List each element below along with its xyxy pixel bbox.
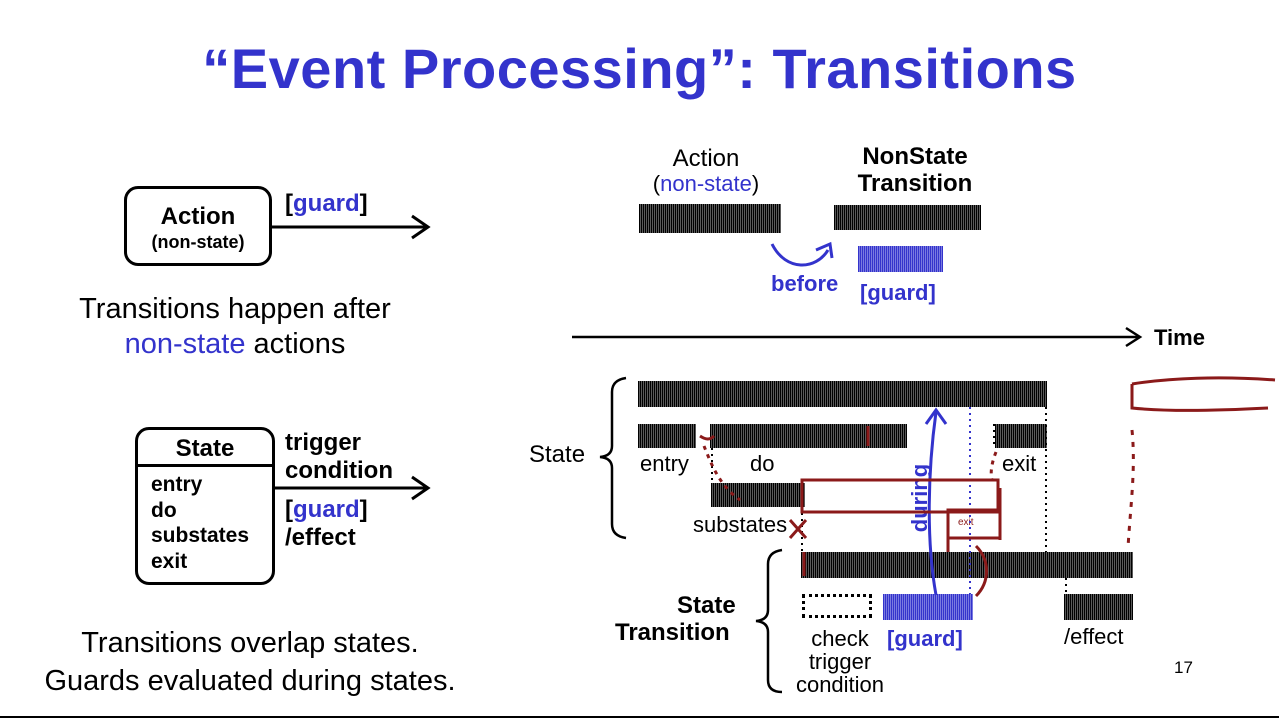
state-transition-trigger: trigger condition — [285, 429, 393, 485]
state-box-item-entry: entry — [151, 473, 203, 496]
before-label: before — [771, 271, 839, 296]
dotted-connectors — [711, 407, 1067, 594]
state-box-item-exit: exit — [151, 549, 188, 573]
caption-overlap-line2: Guards evaluated during states. — [44, 665, 456, 697]
trigger-label: trigger — [285, 429, 362, 456]
do-bar — [710, 424, 907, 448]
time-label: Time — [1154, 325, 1205, 350]
time-axis — [572, 326, 1143, 348]
slide-title: “Event Processing”: Transitions — [202, 37, 1077, 100]
caption-nonstate-line1: Transitions happen after — [79, 293, 391, 325]
action-guard-label: [guard] — [285, 190, 368, 217]
check-line2: trigger — [808, 649, 872, 674]
state-transition-bar — [801, 552, 1133, 578]
check-trigger-box — [802, 594, 872, 618]
caption-nonstate: Transitions happen after non-state actio… — [0, 292, 470, 362]
do-label: do — [750, 451, 775, 476]
action-guard-word: guard — [293, 190, 360, 217]
state-label: State — [529, 441, 586, 468]
entry-label: entry — [640, 451, 689, 476]
state-box-items: entry do substates exit — [138, 467, 272, 574]
exit-label: exit — [1002, 451, 1037, 476]
top-guard-label: [guard] — [860, 280, 936, 305]
before-arrow — [770, 241, 834, 267]
top-nonstate-label: NonState Transition — [835, 143, 995, 197]
condition-label: condition — [285, 457, 393, 484]
state-bar — [638, 381, 1047, 407]
transition-guard-label: [guard] — [887, 626, 963, 651]
effect-label: /effect — [285, 524, 356, 551]
caption-nonstate-blue: non-state — [124, 328, 246, 360]
transition-guard-bar — [883, 594, 973, 620]
caption-nonstate-line2: non-state actions — [124, 328, 346, 360]
substates-label: substates — [693, 512, 788, 537]
action-bar — [639, 204, 781, 233]
nonstate-line1: NonState — [862, 143, 968, 170]
page-number: 17 — [1174, 658, 1193, 677]
state-transition-brace — [755, 548, 783, 694]
handwritten-exit-label: exit — [958, 517, 974, 528]
state-transition-label: State Transition — [605, 592, 745, 646]
during-arrow — [924, 407, 948, 596]
state-brace — [599, 376, 627, 540]
state-box: State entry do substates exit — [135, 427, 275, 585]
state-box-item-substates: substates — [151, 524, 250, 547]
entry-bar — [638, 424, 696, 448]
state-transition-guard-effect: [guard] /effect — [285, 496, 368, 552]
action-box: Action (non-state) — [124, 186, 272, 266]
state-box-item-do: do — [151, 498, 177, 522]
bottom-rule — [0, 716, 1279, 718]
action-box-title: Action — [160, 203, 236, 230]
state-transition-line1: State — [677, 592, 736, 619]
caption-overlap: Transitions overlap states. Guards evalu… — [0, 624, 500, 700]
top-guard-bar — [858, 246, 943, 272]
action-arrow — [272, 214, 431, 240]
red-annotations — [699, 376, 1276, 598]
effect-bar — [1064, 594, 1133, 620]
check-line3: condition — [795, 672, 885, 697]
top-action-label: Action (non-state) — [640, 146, 772, 196]
caption-overlap-line1: Transitions overlap states. — [81, 627, 419, 659]
effect-bar-label: /effect — [1064, 624, 1124, 649]
nonstate-transition-bar — [834, 205, 981, 230]
action-box-subtitle: (non-state) — [151, 232, 245, 252]
state-box-title: State — [138, 430, 272, 467]
state-guard-word: guard — [293, 496, 360, 523]
top-action-sub-word: non-state — [660, 171, 752, 196]
check-trigger-label: check trigger condition — [780, 627, 900, 696]
top-action-word: Action — [672, 145, 740, 172]
exit-bar — [995, 424, 1047, 448]
check-line1: check — [811, 626, 869, 651]
state-guard-label: [guard] — [285, 496, 368, 523]
nonstate-line2: Transition — [857, 170, 973, 197]
top-action-sub: (non-state) — [652, 171, 760, 196]
state-arrow — [275, 475, 431, 501]
state-transition-line2: Transition — [615, 619, 730, 646]
